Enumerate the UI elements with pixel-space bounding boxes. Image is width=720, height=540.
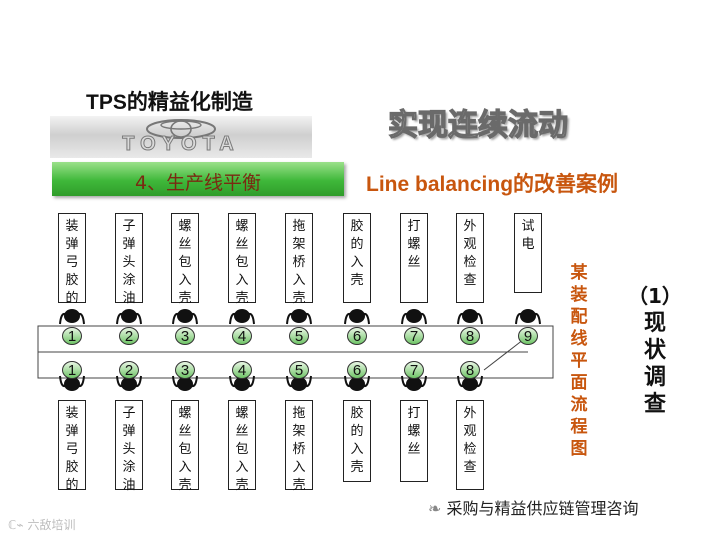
section-heading: 实现连续流动 [387,107,568,143]
top-operator-icon-2 [116,309,142,325]
wechat-icon: ❧ [428,499,442,518]
top-station-2: 2 [119,327,139,345]
top-step-box-4: 螺丝包入壳 [228,213,256,306]
top-operator-icon-8 [457,309,483,325]
top-station-4: 4 [232,327,252,345]
bottom-station-3: 3 [175,361,195,379]
bottom-step-box-8: 外观检查 [456,400,484,490]
bottom-step-box-6: 胶的入壳 [343,400,371,482]
section-label: 4、生产线平衡 [134,172,262,194]
bottom-station-5: 5 [289,361,309,379]
case-subtitle: Line balancing的改善案例 [366,173,619,196]
toyota-wordmark: TOYOTA [122,133,240,156]
bottom-operator-icon-2 [116,375,142,391]
top-operator-icon-9 [515,309,541,325]
top-step-box-2: 子弹头涂油 [115,213,143,306]
bottom-station-8: 8 [460,361,480,379]
survey-number: （1） [628,284,682,308]
bottom-step-box-4: 螺丝包入壳 [228,400,256,493]
section-label-bar: 4、生产线平衡 [52,162,344,196]
top-operator-icon-6 [344,309,370,325]
top-station-8: 8 [460,327,480,345]
bottom-step-box-2: 子弹头涂油 [115,400,143,493]
toyota-logo-banner: TOYOTA [50,116,312,158]
bottom-station-4: 4 [232,361,252,379]
top-operator-icon-5 [286,309,312,325]
bottom-station-1: 1 [62,361,82,379]
top-step-box-6: 胶的入壳 [343,213,371,303]
top-station-3: 3 [175,327,195,345]
top-step-box-9: 试电 [514,213,542,293]
watermark-text: 采购与精益供应链管理咨询 [446,499,639,518]
top-station-7: 7 [404,327,424,345]
top-station-6: 6 [347,327,367,345]
logo-text: 六敌培训 [27,518,76,532]
survey-label: 现状调查 [643,311,666,417]
bottom-station-7: 7 [404,361,424,379]
top-operator-icon-3 [172,309,198,325]
top-step-box-1: 装弹弓胶的 [58,213,86,306]
bottom-operator-icon-8 [457,375,483,391]
bottom-operator-icon-3 [172,375,198,391]
top-step-box-3: 螺丝包入壳 [171,213,199,306]
top-station-5: 5 [289,327,309,345]
top-step-box-8: 外观检查 [456,213,484,303]
wechat-watermark: ❧ 采购与精益供应链管理咨询 [428,495,639,519]
bottom-step-box-3: 螺丝包入壳 [171,400,199,493]
top-step-box-5: 拖架桥入壳 [285,213,313,306]
corner-logo: ℂ⌁ 六敌培训 [8,516,75,533]
bottom-station-6: 6 [347,361,367,379]
side-label: 某装配线平面流程图 [570,263,588,459]
top-operator-icon-1 [59,309,85,325]
bottom-operator-icon-6 [344,375,370,391]
bottom-step-box-1: 装弹弓胶的 [58,400,86,493]
bottom-step-box-5: 拖架桥入壳 [285,400,313,493]
bottom-operator-icon-5 [286,375,312,391]
top-station-9: 9 [518,327,538,345]
top-step-box-7: 打螺丝 [400,213,428,303]
top-operator-icon-4 [229,309,255,325]
logo-mark-icon: ℂ⌁ [8,518,24,532]
bottom-operator-icon-4 [229,375,255,391]
bottom-step-box-7: 打螺丝 [400,400,428,482]
top-operator-icon-7 [401,309,427,325]
page-title: TPS的精益化制造 [86,91,253,114]
toyota-emblem-icon [146,119,216,139]
bottom-operator-icon-7 [401,375,427,391]
top-station-1: 1 [62,327,82,345]
bottom-operator-icon-1 [59,375,85,391]
bottom-station-2: 2 [119,361,139,379]
